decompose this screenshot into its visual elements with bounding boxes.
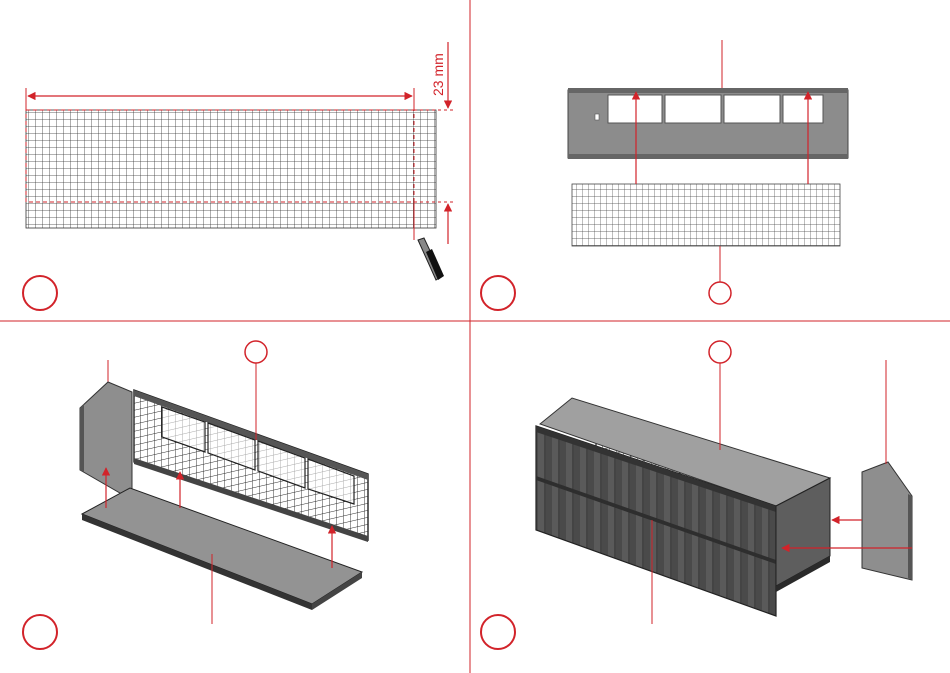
step-circle [23,615,57,649]
window-opening [665,95,721,123]
mesh-strip [572,184,840,246]
step-circle [23,276,57,310]
window-opening [608,95,662,123]
mesh-sheet [26,110,436,228]
knife-icon [418,238,444,280]
step-circle [481,276,515,310]
panel-step-1: 23 mm [23,42,456,310]
detached-end-wall [862,462,912,580]
callout-circle [709,341,731,363]
measure-label: 23 mm [430,53,446,96]
step-circle [481,615,515,649]
window-opening [724,95,780,123]
callout-circle [709,282,731,304]
callout-circle [245,341,267,363]
panel-step-4 [481,341,912,649]
window-opening [783,95,823,123]
panel-step-2 [481,40,848,310]
panel-step-3 [23,341,368,649]
